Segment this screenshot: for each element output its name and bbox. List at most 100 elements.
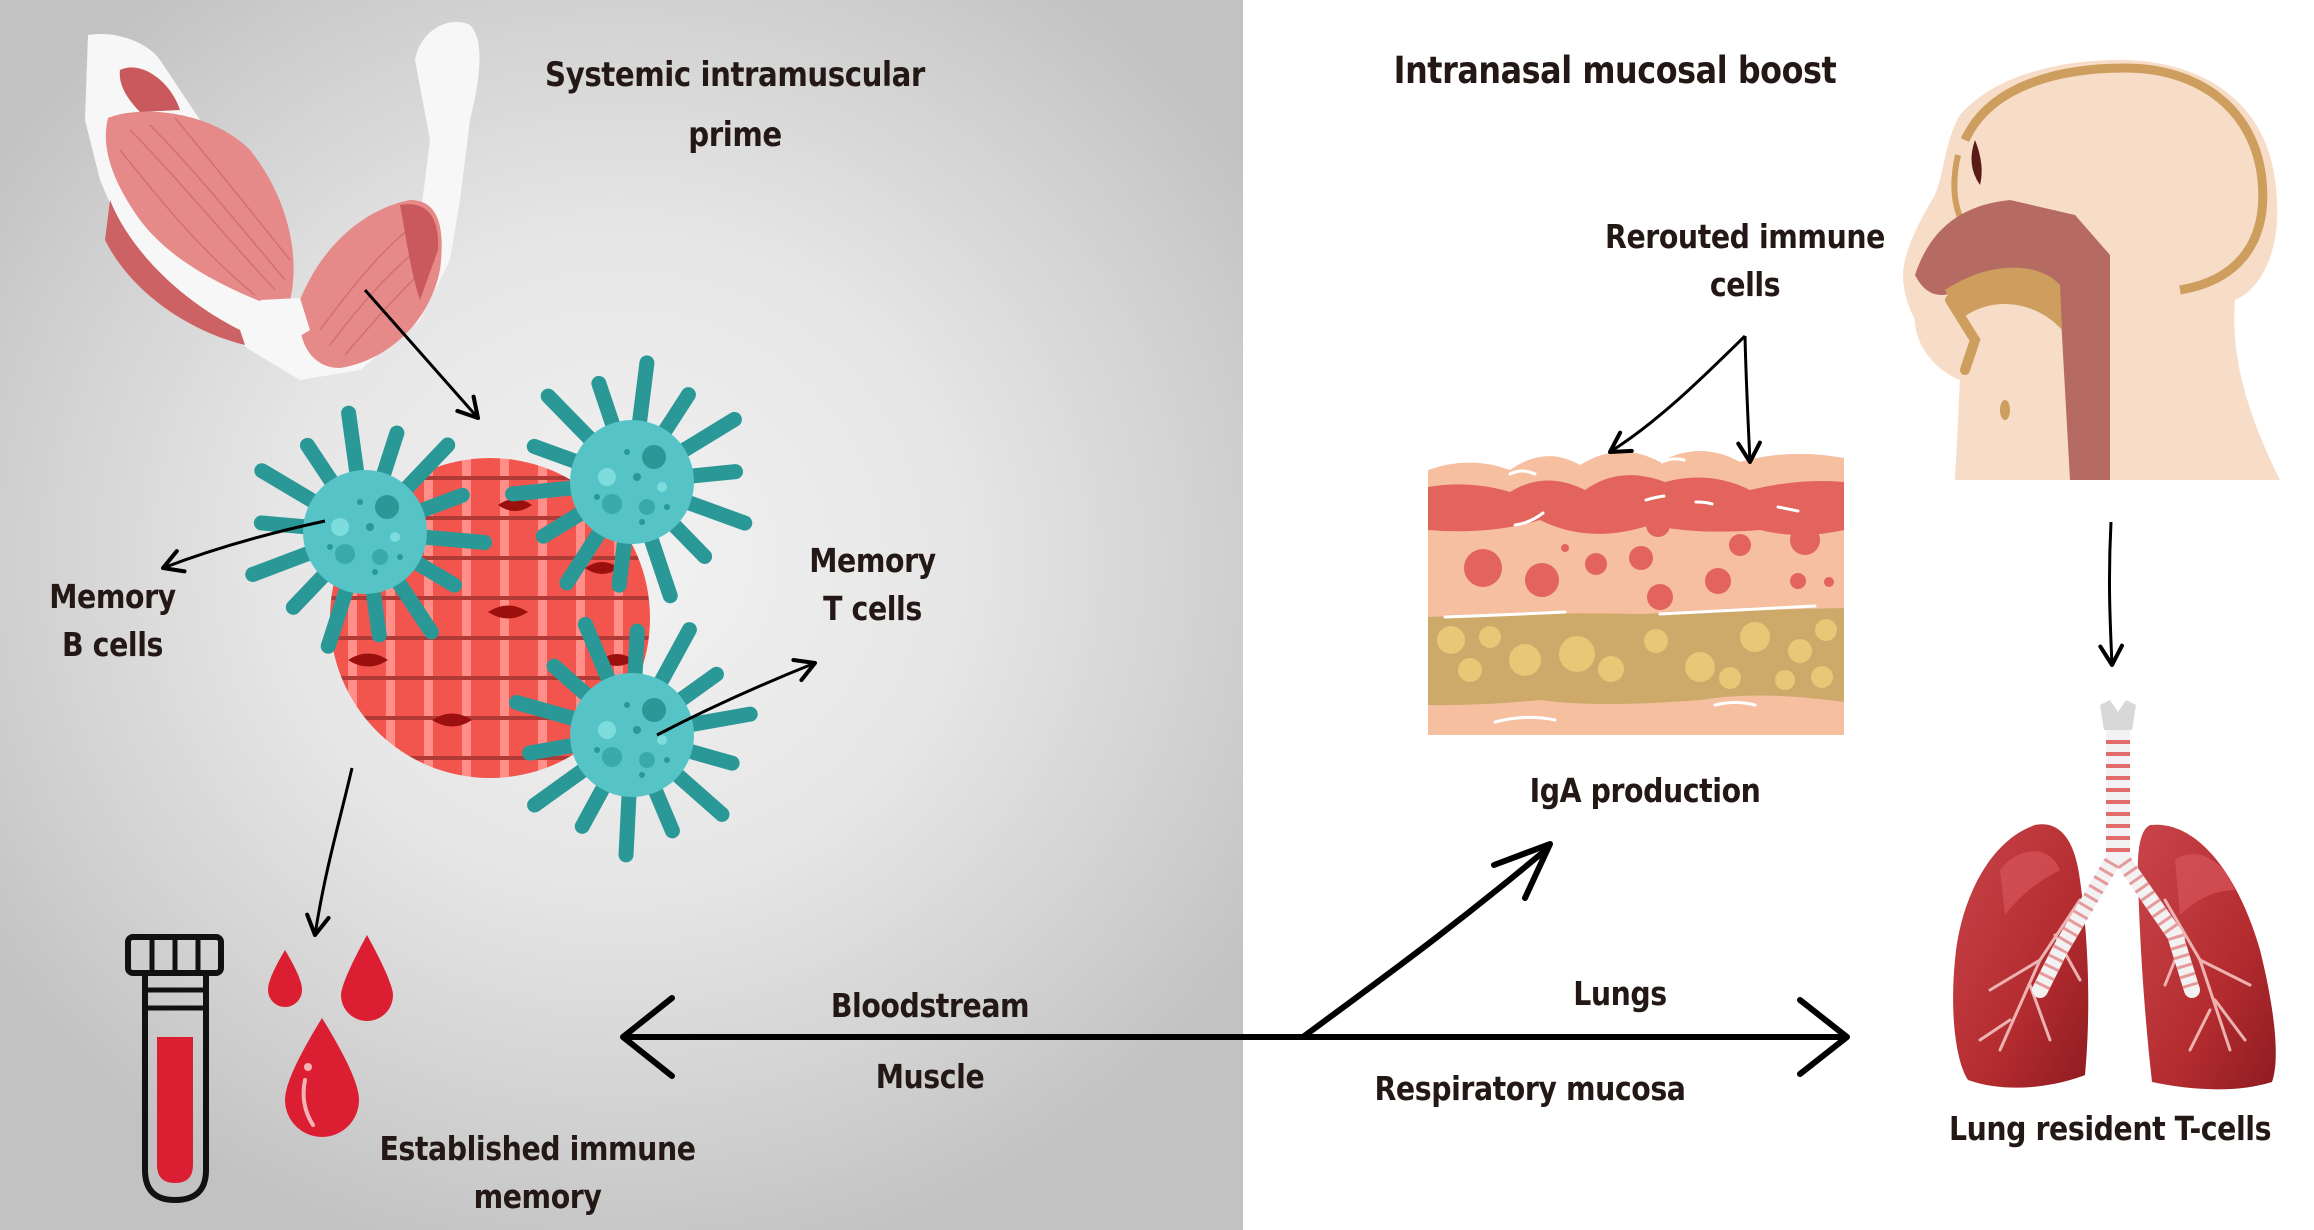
immune-cell-spot: [594, 747, 600, 753]
label-memory-t-cells: Memory T cells: [793, 537, 952, 633]
immune-cell-spike: [508, 694, 590, 729]
arrow-to-memory-b-cells: [160, 519, 326, 574]
immune-cell-spot: [639, 519, 645, 525]
immune-cells-group: [245, 355, 758, 863]
immune-cell-spike: [527, 757, 598, 813]
immune-cell-spike: [409, 529, 493, 550]
immune-cell-spot: [372, 549, 388, 565]
immune-cell-1: [245, 405, 493, 654]
immune-cell-spot: [397, 554, 403, 560]
label-line: Bloodstream: [830, 986, 1030, 1025]
title-line-2: prime: [688, 115, 782, 155]
arrow-to-blood: [305, 767, 354, 938]
arm-muscle-illustration: [85, 21, 480, 380]
immune-cell-spot: [335, 544, 355, 564]
label-lung-resident-t-cells: Lung resident T-cells: [1938, 1105, 2282, 1153]
immune-cell-spot: [639, 499, 655, 515]
immune-cell-spot: [639, 752, 655, 768]
label-iga-production: IgA production: [1512, 767, 1779, 815]
immune-cell-spot: [639, 772, 645, 778]
label-line: B cells: [62, 625, 163, 664]
immune-cell-spot: [598, 468, 616, 486]
immune-cell-spot: [657, 735, 667, 745]
immune-cell-spot: [633, 473, 641, 481]
immune-cell-spike: [505, 479, 588, 502]
arrow-rerouted-left: [1607, 334, 1747, 455]
blood-tube-icon: [125, 934, 224, 1204]
immune-cell-spot: [664, 504, 670, 510]
immune-cell-spot: [657, 482, 667, 492]
label-line: Rerouted immune: [1605, 217, 1885, 256]
label-memory-b-cells: Memory B cells: [33, 573, 192, 669]
immune-cell-spot: [602, 747, 622, 767]
label-lungs: Lungs: [1534, 970, 1706, 1018]
arrow-to-iga: [1301, 845, 1550, 1040]
label-line: Memory: [49, 577, 176, 616]
label-respiratory-mucosa: Respiratory mucosa: [1358, 1065, 1702, 1113]
title-line-1: Systemic intramuscular: [545, 55, 925, 95]
immune-cell-body: [570, 673, 694, 797]
immune-cell-spot: [642, 445, 666, 469]
immune-cell-spike: [254, 463, 328, 513]
immune-cell-spike: [577, 616, 620, 695]
immune-cell-spot: [642, 698, 666, 722]
immune-cell-body: [303, 470, 427, 594]
immune-cell-spot: [664, 757, 670, 763]
immune-cell-spike: [618, 779, 637, 863]
label-line: Muscle: [875, 1057, 985, 1096]
immune-cell-spot: [366, 523, 374, 531]
immune-cell-spike: [675, 706, 758, 734]
mucosa-tissue-illustration: [1428, 451, 1844, 735]
immune-cell-spike: [663, 761, 730, 822]
immune-cell-spike: [341, 405, 366, 488]
immune-cell-spot: [624, 449, 630, 455]
immune-cell-3: [508, 616, 758, 863]
right-lung: [1953, 824, 2089, 1088]
immune-cell-spike: [393, 437, 456, 502]
label-line: Lungs: [1573, 974, 1667, 1013]
label-bloodstream: Bloodstream: [818, 982, 1042, 1030]
nasal-airway: [1915, 200, 2110, 480]
arrow-to-memory-t-cells: [656, 657, 818, 737]
arrow-head-iga: [1491, 841, 1553, 901]
immune-cell-spike: [668, 411, 742, 463]
small-blood-drop: [268, 950, 302, 1007]
arrow-head-to-lungs: [2098, 521, 2124, 668]
medium-blood-drop: [341, 935, 393, 1021]
label-muscle: Muscle: [818, 1053, 1042, 1101]
immune-cell-spike: [245, 542, 324, 582]
immune-cell-spot: [594, 494, 600, 500]
trachea: [2106, 730, 2130, 860]
label-line: Lung resident T-cells: [1948, 1109, 2272, 1148]
immune-cell-body: [570, 420, 694, 544]
immune-cell-spot: [598, 721, 616, 739]
immune-cell-spot: [357, 499, 363, 505]
large-blood-drop: [285, 1018, 359, 1137]
left-lung: [2137, 824, 2276, 1090]
arrow-arm-to-muscle-cell: [363, 289, 481, 421]
immune-cell-spot: [331, 518, 349, 536]
immune-cell-spot: [633, 726, 641, 734]
title-systemic-intramuscular-prime: Systemic intramuscular prime: [533, 45, 937, 165]
label-line: cells: [1709, 265, 1781, 304]
label-line: Respiratory mucosa: [1374, 1069, 1686, 1108]
immune-cell-spot: [375, 495, 399, 519]
label-line: T cells: [823, 589, 922, 628]
bloodstream-lungs-axis-arrow: [620, 841, 1850, 1079]
immune-cell-spike: [559, 518, 612, 591]
immune-cell-2: [505, 355, 753, 604]
muscle-cell-nuclei: [348, 499, 634, 727]
immune-cell-spot: [372, 569, 378, 575]
immune-cell-spike: [386, 567, 439, 640]
arrow-head-right: [1797, 997, 1850, 1077]
title-intranasal-mucosal-boost: Intranasal mucosal boost: [1379, 45, 1852, 97]
head-sagittal-illustration: [1903, 60, 2280, 480]
blood-drops-icon: [268, 935, 393, 1137]
label-established-immune-memory: Established immune memory: [372, 1125, 703, 1221]
immune-cell-spike: [540, 388, 604, 453]
immune-cell-spike: [641, 523, 678, 604]
immune-cell-spike: [630, 355, 655, 438]
forearm: [299, 200, 442, 368]
